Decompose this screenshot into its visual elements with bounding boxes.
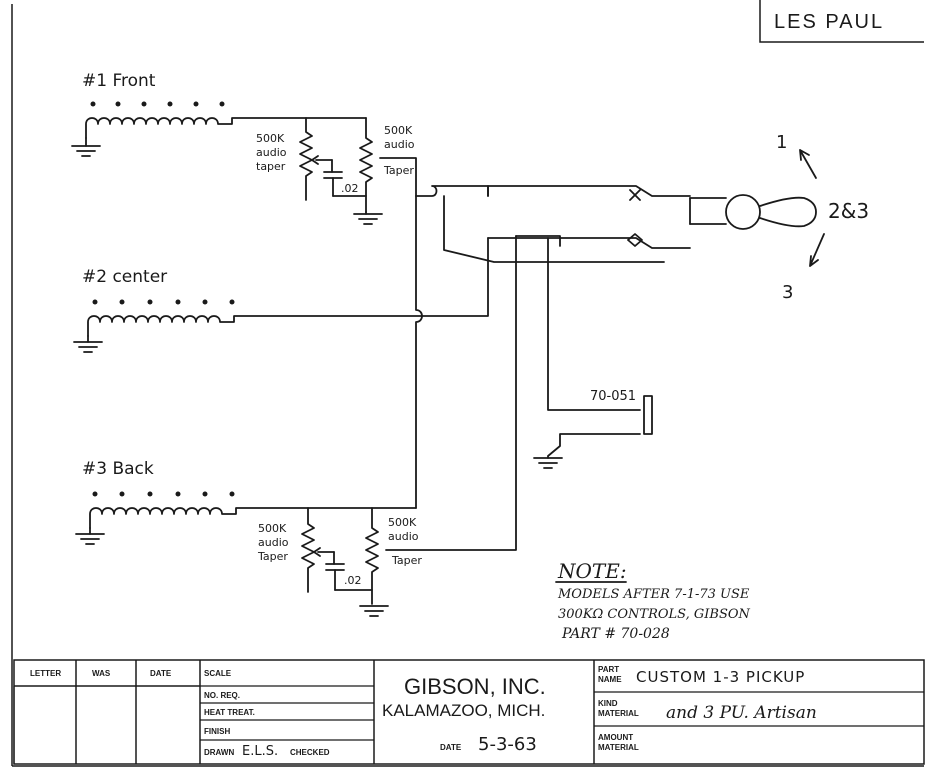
- svg-text:NAME: NAME: [598, 675, 622, 684]
- svg-text:audio: audio: [388, 530, 419, 543]
- note: NOTE: MODELS AFTER 7-1-73 USE 300KΩ CONT…: [555, 559, 751, 642]
- svg-text:Taper: Taper: [383, 164, 414, 177]
- company-name: GIBSON, INC.: [404, 674, 546, 699]
- pickup-back-poles: [92, 491, 235, 497]
- pickup-front: #1 Front: [71, 71, 367, 157]
- svg-text:MODELS AFTER 7-1-73 USE: MODELS AFTER 7-1-73 USE: [557, 587, 750, 602]
- svg-text:NO. REQ.: NO. REQ.: [204, 691, 240, 700]
- front-tone-capacitor: .02: [323, 171, 367, 197]
- front-cap-value: .02: [341, 182, 359, 195]
- pickup-front-ground: [71, 137, 101, 157]
- title-block: LETTER WAS DATE SCALE NO. REQ. HEAT TREA…: [13, 659, 925, 765]
- drawing-frame: [11, 4, 924, 767]
- svg-text:PART: PART: [598, 665, 619, 674]
- svg-text:audio: audio: [258, 536, 289, 549]
- back-tone-capacitor: .02: [325, 563, 373, 591]
- pickup-front-coil: [85, 117, 367, 139]
- back-tone-pot: 500K audio Taper: [359, 235, 517, 617]
- svg-text:MATERIAL: MATERIAL: [598, 709, 639, 718]
- svg-text:FINISH: FINISH: [204, 727, 230, 736]
- pickup-center-label: #2 center: [82, 267, 167, 287]
- pickup-front-poles: [90, 101, 225, 107]
- svg-text:PART # 70-028: PART # 70-028: [561, 626, 670, 642]
- pickup-back-label: #3 Back: [82, 459, 154, 479]
- svg-text:AMOUNT: AMOUNT: [598, 733, 633, 742]
- title-box: LES PAUL: [759, 0, 924, 43]
- switch-pos-3: 3: [782, 282, 793, 303]
- pickup-center-coil: [87, 237, 489, 337]
- svg-text:DRAWN: DRAWN: [204, 748, 234, 757]
- pickup-front-label: #1 Front: [82, 71, 156, 91]
- svg-text:DATE: DATE: [150, 669, 172, 678]
- svg-text:500K: 500K: [388, 516, 417, 529]
- pickup-center: #2 center: [73, 237, 489, 353]
- front-volume-pot: 500K audio taper: [256, 117, 333, 201]
- svg-text:HEAT TREAT.: HEAT TREAT.: [204, 708, 255, 717]
- part-name: CUSTOM 1-3 PICKUP: [636, 668, 805, 686]
- svg-text:Taper: Taper: [391, 554, 422, 567]
- pickup-center-poles: [92, 299, 235, 305]
- jack-part-number: 70-051: [590, 389, 636, 404]
- company-city: KALAMAZOO, MICH.: [382, 701, 545, 720]
- front-tone-pot: 500K audio Taper: [353, 117, 417, 225]
- svg-text:audio: audio: [384, 138, 415, 151]
- pickup-back: #3 Back: [75, 459, 417, 545]
- svg-text:CHECKED: CHECKED: [290, 748, 330, 757]
- svg-text:500K: 500K: [258, 522, 287, 535]
- svg-text:SCALE: SCALE: [204, 669, 232, 678]
- kind-material: and 3 PU. Artisan: [666, 703, 817, 723]
- svg-text:500K: 500K: [256, 132, 285, 145]
- back-volume-pot: 500K audio Taper: [257, 507, 335, 593]
- switch-wiring: [415, 185, 817, 509]
- drawn-by: E.L.S.: [242, 744, 278, 759]
- switch-pos-1: 1: [776, 132, 787, 153]
- drawing-date: 5-3-63: [478, 734, 537, 755]
- switch-positions: 1 2&3 3: [776, 132, 869, 303]
- svg-text:taper: taper: [256, 160, 286, 173]
- svg-text:Taper: Taper: [257, 550, 288, 563]
- output-jack: 70-051: [533, 389, 653, 469]
- svg-text:500K: 500K: [384, 124, 413, 137]
- back-cap-value: .02: [344, 574, 362, 587]
- pickup-back-ground: [75, 527, 105, 545]
- svg-text:WAS: WAS: [92, 669, 111, 678]
- pickup-back-coil: [89, 507, 417, 529]
- svg-text:DATE: DATE: [440, 743, 462, 752]
- svg-text:300KΩ CONTROLS, GIBSON: 300KΩ CONTROLS, GIBSON: [558, 607, 751, 622]
- title-box-text: LES PAUL: [774, 11, 884, 33]
- svg-text:KIND: KIND: [598, 699, 618, 708]
- svg-text:LETTER: LETTER: [30, 669, 61, 678]
- svg-text:audio: audio: [256, 146, 287, 159]
- pickup-center-ground: [73, 335, 103, 353]
- switch-pos-23: 2&3: [828, 199, 869, 223]
- svg-text:MATERIAL: MATERIAL: [598, 743, 639, 752]
- note-heading: NOTE:: [557, 559, 627, 583]
